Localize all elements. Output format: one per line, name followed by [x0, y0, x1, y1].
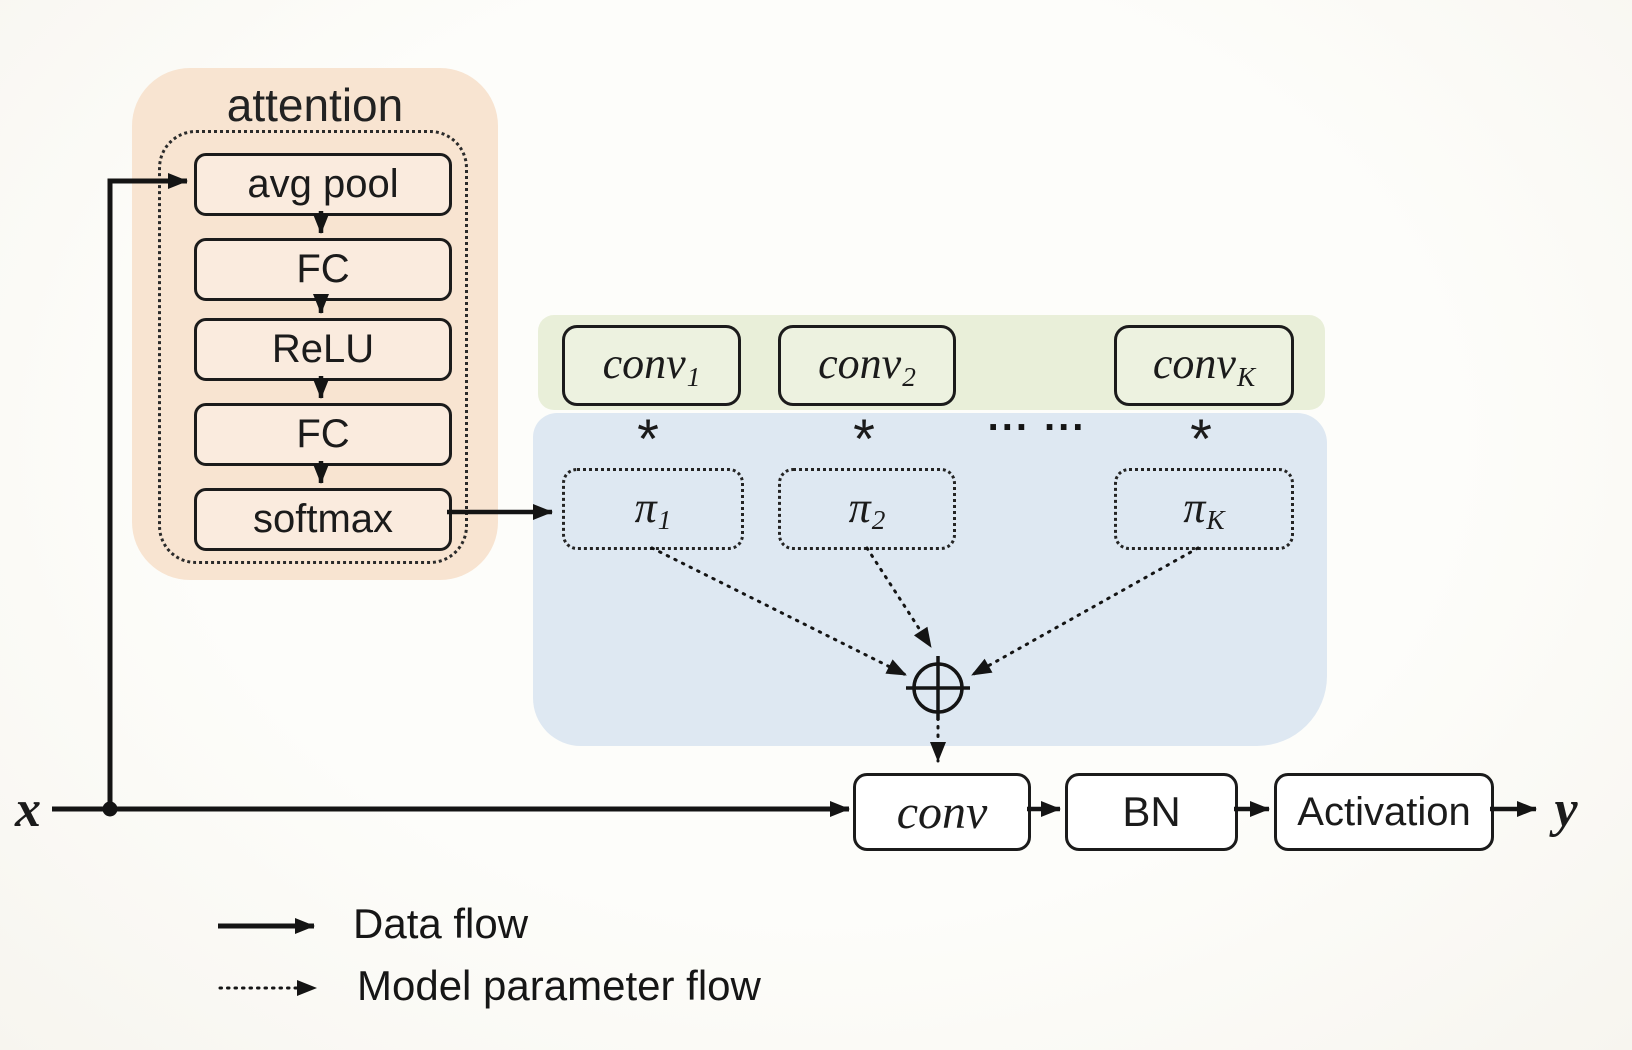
attention-layer-fc2: FC: [194, 403, 452, 466]
attention-weight-pik-box: πK: [1114, 468, 1294, 550]
input-label: x: [15, 780, 41, 838]
conv-kernel-1-box: conv1: [562, 325, 741, 406]
pi1-label: π1: [634, 482, 672, 536]
attention-layer-fc1: FC: [194, 238, 452, 301]
softmax-label: softmax: [252, 497, 394, 541]
bn-label: BN: [1122, 788, 1181, 835]
bn-box: BN: [1065, 773, 1238, 851]
attention-weight-pi1-box: π1: [562, 468, 744, 550]
legend-dotted-arrow-icon: [216, 976, 336, 1000]
pi2-label: π2: [848, 482, 886, 536]
convk-label: convK: [1152, 339, 1256, 392]
legend-model-parameter-flow-label: Model parameter flow: [357, 962, 761, 1009]
activation-box: Activation: [1274, 773, 1494, 851]
fc1-label: FC: [296, 247, 350, 291]
avg-pool-label: avg pool: [247, 162, 399, 206]
conv1-label: conv1: [602, 339, 701, 392]
legend-data-flow-label: Data flow: [353, 900, 529, 947]
conv-label: conv: [896, 785, 988, 839]
multiply-symbol-k: *: [1190, 406, 1212, 470]
attention-layer-softmax: softmax: [194, 488, 452, 551]
relu-label: ReLU: [271, 327, 375, 371]
ellipsis-dots: ... ...: [987, 394, 1087, 439]
conv2-label: conv2: [818, 339, 916, 392]
multiply-symbol-2: *: [853, 406, 875, 470]
legend-solid-arrow-icon: [214, 914, 334, 938]
fc2-label: FC: [296, 412, 350, 456]
conv-kernel-k-box: convK: [1114, 325, 1294, 406]
activation-label: Activation: [1297, 789, 1471, 834]
conv-box: conv: [853, 773, 1031, 851]
attention-title: attention: [226, 79, 404, 131]
multiply-symbol-1: *: [637, 406, 659, 470]
output-label: y: [1554, 780, 1578, 838]
attention-weight-pi2-box: π2: [778, 468, 956, 550]
junction-dot-icon: [102, 801, 118, 817]
pik-label: πK: [1183, 482, 1225, 536]
attention-layer-avg-pool: avg pool: [194, 153, 452, 216]
attention-layer-relu: ReLU: [194, 318, 452, 381]
conv-kernel-2-box: conv2: [778, 325, 956, 406]
